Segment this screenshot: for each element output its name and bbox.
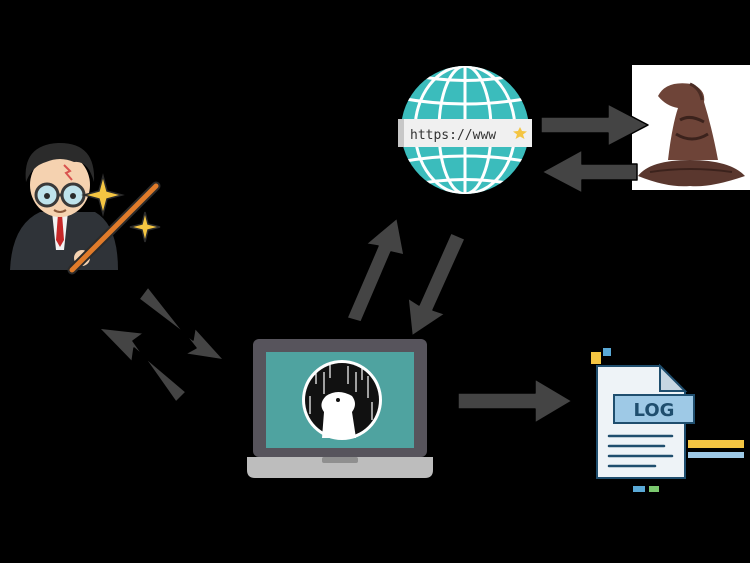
sorting-hat-icon: [632, 65, 750, 190]
url-label: https://www: [410, 128, 496, 143]
dino-logo-icon: [321, 392, 356, 438]
star-icon: [513, 127, 527, 139]
arrow-laptop-to-log: [457, 378, 573, 424]
log-label: LOG: [634, 400, 675, 421]
arrow-globe-to-laptop: [407, 232, 466, 337]
arrow-globe-to-hat: [540, 103, 649, 147]
arrow-wizard-to-laptop: [138, 286, 225, 361]
wizard-icon: [10, 142, 161, 275]
sparkle-icon: [81, 173, 125, 217]
arrow-laptop-to-globe: [346, 217, 405, 323]
arrow-laptop-to-wizard: [98, 327, 187, 403]
arrow-hat-to-globe: [541, 149, 638, 194]
sparkle-icon: [129, 211, 161, 243]
log-file-icon: LOG: [591, 348, 744, 492]
globe-icon: https://www: [398, 66, 532, 194]
laptop-icon: [247, 339, 433, 478]
